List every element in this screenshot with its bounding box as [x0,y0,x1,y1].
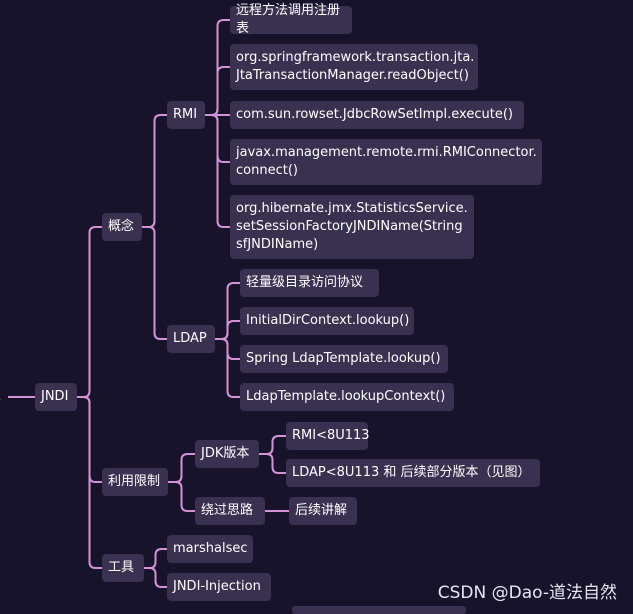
edge-rmi-rmi2 [205,66,230,116]
node-rmi4[interactable]: javax.management.remote.rmi.RMIConnector… [230,139,542,185]
node-concept[interactable]: 概念 [102,213,142,241]
node-jdk[interactable]: JDK版本 [195,440,259,468]
node-ldap4[interactable]: LdapTemplate.lookupContext() [240,383,454,411]
node-rmi[interactable]: RMI [167,101,205,129]
node-jdk2[interactable]: LDAP<8U113 和 后续部分版本（见图） [286,459,540,487]
node-rmi3[interactable]: com.sun.rowset.JdbcRowSetImpl.execute() [230,101,524,129]
edge-rmi-rmi5 [205,114,230,228]
edge-jdk-jdk1 [259,435,286,455]
node-tools[interactable]: 工具 [102,554,144,582]
edge-jdk-jdk2 [259,453,286,474]
edge-ldap-ldap4 [215,338,240,398]
node-rmi1[interactable]: 远程方法调用注册表 [230,3,352,36]
edge-concept-rmi [142,114,167,228]
node-jdk1[interactable]: RMI<8U113 [286,422,370,450]
node-ldap2[interactable]: InitialDirContext.lookup() [240,307,414,335]
node-bypass1[interactable]: 后续讲解 [289,497,357,525]
node-ldap1[interactable]: 轻量级目录访问协议 [240,269,379,297]
edge-tools-tool1 [144,548,167,569]
node-ldap3[interactable]: Spring LdapTemplate.lookup() [240,345,448,373]
edge-concept-ldap [142,226,167,340]
node-rmi5[interactable]: org.hibernate.jmx.StatisticsService. set… [230,195,474,259]
node-ldap[interactable]: LDAP [167,325,215,353]
edge-jndi-tools [77,396,102,569]
edge-jndi-concept [77,226,102,398]
node-tool1[interactable]: marshalsec [167,535,253,563]
node-bypass[interactable]: 绕过思路 [195,497,265,525]
watermark: CSDN @Dao-道法自然 [437,583,617,603]
node-jndi[interactable]: JNDI [35,383,77,411]
node-tool2[interactable]: JNDI-Injection [167,573,271,601]
node-root[interactable]: X [0,383,8,411]
partial-node [292,606,466,614]
node-rmi2[interactable]: org.springframework.transaction.jta. Jta… [230,44,478,90]
edge-limit-jdk [168,453,195,483]
edge-ldap-ldap2 [215,320,240,340]
edge-tools-tool2 [144,567,167,588]
node-limit[interactable]: 利用限制 [102,468,168,496]
edge-limit-bypass [168,481,195,512]
